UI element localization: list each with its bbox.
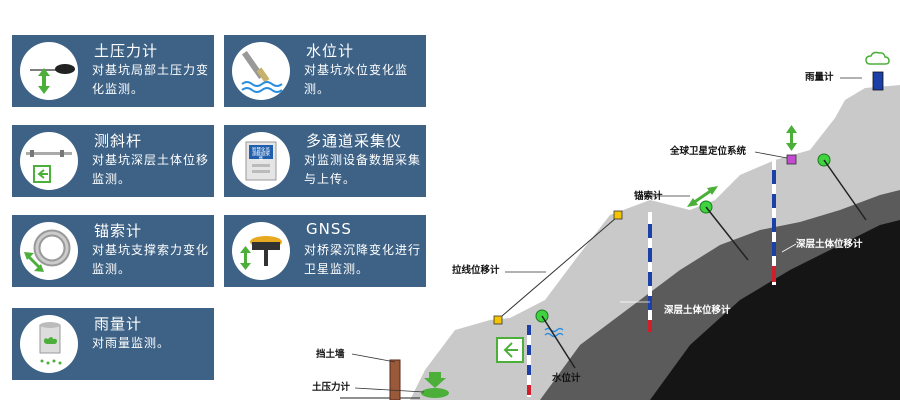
label-deep-displacement-mid: 深层土体位移计 [664,305,731,316]
gnss-arrow-shaft [790,132,793,144]
card-title: 多通道采集仪 [306,132,403,150]
card-gnss: GNSS 对桥梁沉降变化进行卫星监测。 [224,215,426,287]
card-title: 水位计 [306,42,355,60]
wire-displacement-sensor [493,315,503,325]
earth-pressure-cell-icon [20,42,78,100]
cloud-icon [865,51,890,65]
wire-anchor-sensor [613,210,623,220]
up-down-arrow-icon [786,125,797,133]
water-level-gauge-icon [232,42,290,100]
label-deep-displacement-right: 深层土体位移计 [796,239,863,250]
inclinometer-pipe-right [772,160,776,285]
water-wave-icon [544,332,564,338]
card-anchor-cable-meter: 锚索计 对基坑支撑索力变化监测。 [12,215,214,287]
logger-panel-text: 集 [259,155,264,162]
label-retaining-wall: 挡土墙 [316,349,345,360]
label-gnss: 全球卫星定位系统 [670,146,747,157]
gnss-station [786,154,797,165]
logger-panel-text: 测数据采 [252,151,270,158]
card-earth-pressure-cell: 土压力计 对基坑局部土压力变化监测。 [12,35,214,107]
card-desc: 对基坑水位变化监测。 [304,63,409,96]
data-logger-icon: 智慧化监 测数据采 集 [232,132,290,190]
inclinometer-pipe-mid [648,212,652,332]
label-anchor-meter: 锚索计 [634,191,663,202]
rain-gauge-icon [20,315,78,373]
leader-line [754,151,788,159]
double-arrow-icon [687,198,698,207]
rain-gauge-station [872,71,884,91]
label-water-level: 水位计 [552,373,581,384]
card-desc: 对基坑支撑索力变化监测。 [92,243,210,276]
card-desc: 对基坑局部土压力变化监测。 [92,63,210,96]
anchor-cable-meter-icon [20,222,78,280]
logger-panel-text: 智慧化监 [252,146,270,153]
card-title: 锚索计 [94,222,143,240]
label-wire-displacement: 拉线位移计 [452,265,500,276]
inclinometer-rod-icon [20,132,78,190]
retaining-wall [389,359,401,400]
slope-bedrock-layer [650,220,900,400]
label-earth-pressure: 土压力计 [312,382,351,393]
wire-line [501,217,617,317]
earth-pressure-sensor [421,388,449,398]
leader-line [351,353,396,363]
leader-line [354,387,425,393]
card-title: 土压力计 [94,42,159,60]
leader-line [781,243,797,253]
label-rain-gauge: 雨量计 [805,72,834,83]
card-water-level-gauge: 水位计 对基坑水位变化监测。 [224,35,426,107]
water-level-pipe [527,325,531,397]
card-desc: 对基坑深层土体位移监测。 [92,153,210,186]
up-down-arrow-icon [786,143,797,151]
anchor-arrow-shaft [692,188,713,205]
card-data-logger: 智慧化监 测数据采 集 多通道采集仪 对监测设备数据采集与上传。 [224,125,426,197]
double-arrow-icon [707,186,718,195]
card-title: 雨量计 [94,315,143,333]
gnss-receiver-icon [232,222,290,280]
anchor-cable [823,159,867,221]
card-desc: 对监测设备数据采集与上传。 [304,153,422,186]
water-wave-icon [544,327,564,333]
arrow-down-icon [424,372,446,388]
card-desc: 对雨量监测。 [92,336,171,350]
card-title: GNSS [306,220,352,238]
card-title: 测斜杆 [94,132,143,150]
card-inclinometer-rod: 测斜杆 对基坑深层土体位移监测。 [12,125,214,197]
anchor-cable [705,206,749,261]
anchor-cable [541,315,576,369]
card-rain-gauge: 雨量计 对雨量监测。 [12,308,214,380]
card-desc: 对桥梁沉降变化进行卫星监测。 [304,243,422,276]
